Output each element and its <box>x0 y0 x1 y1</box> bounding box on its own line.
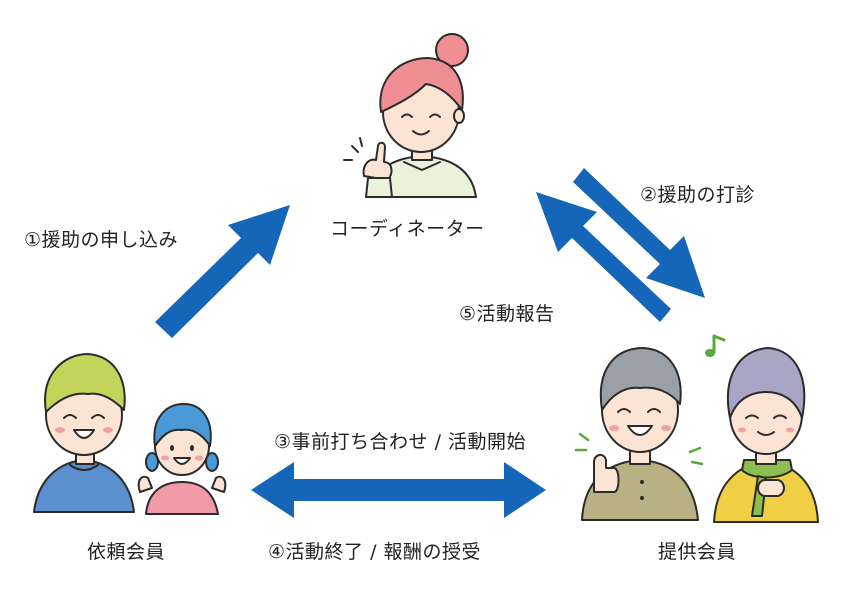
arrow-activity <box>251 462 546 518</box>
arrow-report <box>536 192 671 322</box>
music-note-icon <box>705 334 726 357</box>
coordinator-figure <box>343 33 477 198</box>
arrow-inquiry <box>573 168 705 298</box>
step-3-label: ③事前打ち合わせ / 活動開始 <box>274 431 527 453</box>
child-hair <box>153 403 212 447</box>
thumbs-up-icon <box>593 454 620 493</box>
step-4-label: ④活動終了 / 報酬の授受 <box>268 541 482 563</box>
grandma-hair <box>726 347 806 419</box>
coordinator-hand <box>362 141 393 181</box>
coordinator-label: コーディネーター <box>330 218 485 240</box>
grandma-scarf <box>741 459 793 479</box>
provider-figure <box>574 334 819 523</box>
step-5-label: ⑤活動報告 <box>459 303 555 325</box>
coordinator-hair <box>379 57 464 113</box>
flow-arrows <box>155 168 705 518</box>
child-shirt <box>145 481 219 515</box>
step-2-label: ②援助の打診 <box>640 184 756 206</box>
requester-shirt <box>33 459 135 513</box>
requester-figure <box>33 353 227 515</box>
provider-label: 提供会員 <box>658 541 737 563</box>
arrow-request <box>155 205 290 338</box>
step-1-label: ①援助の申し込み <box>24 229 179 251</box>
coordinator-hair-bun <box>435 33 469 67</box>
provider-hair <box>599 347 682 411</box>
requester-hair <box>44 353 126 413</box>
requester-label: 依頼会員 <box>87 541 166 563</box>
